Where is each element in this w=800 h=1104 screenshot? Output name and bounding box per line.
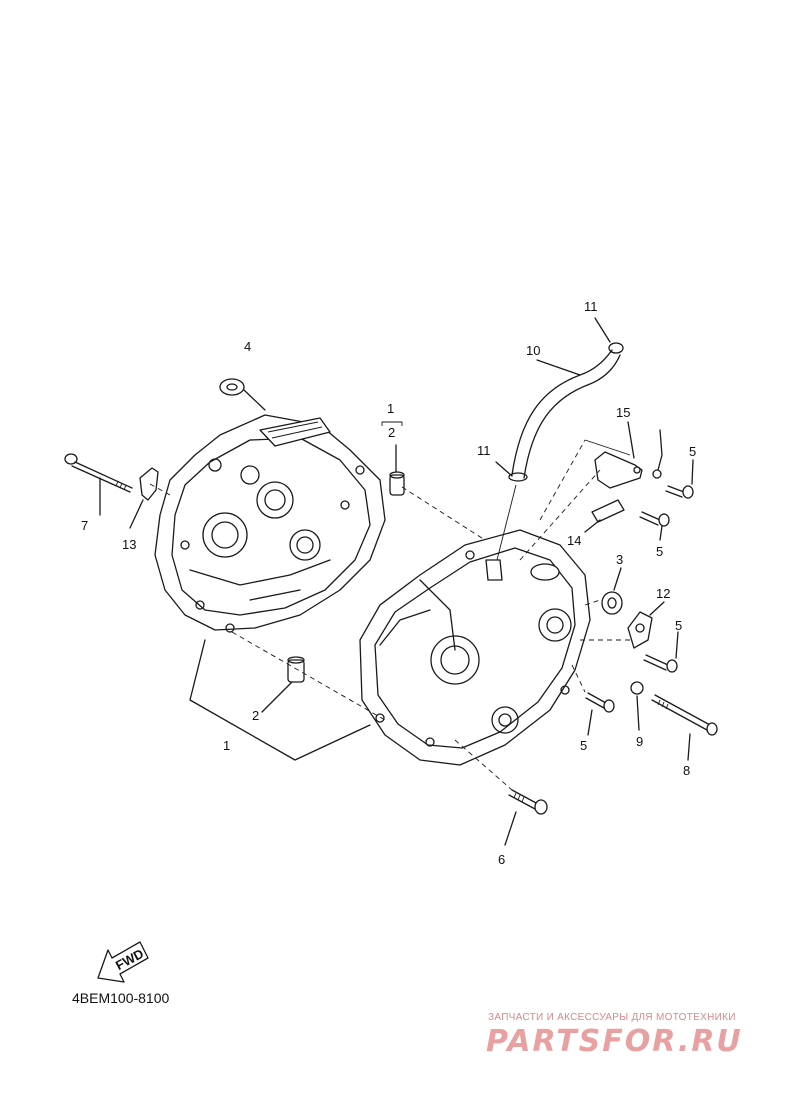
watermark-brand: PARTSFOR.RU: [486, 1024, 743, 1059]
callout-5-c: 5: [675, 618, 682, 633]
bracket-part-15[interactable]: [594, 451, 643, 489]
dowel-pin-upper[interactable]: [389, 471, 405, 496]
callout-8: 8: [683, 763, 690, 778]
callout-3: 3: [616, 552, 623, 567]
callout-12: 12: [656, 586, 670, 601]
callout-6: 6: [498, 852, 505, 867]
leader-4: [243, 389, 266, 411]
callout-1-upper: 1: [387, 401, 394, 416]
hose-guide-line: [496, 484, 517, 561]
bracket-part-13[interactable]: [139, 467, 159, 501]
diagram-code: 4BEM100-8100: [72, 990, 170, 1006]
callout-10: 10: [526, 343, 540, 358]
ground-lead-eye: [652, 469, 662, 479]
callout-9: 9: [636, 734, 643, 749]
washer-part-9[interactable]: [630, 681, 644, 695]
callout-11-upper: 11: [584, 299, 598, 314]
bolt-part-5-c[interactable]: [643, 654, 678, 673]
callout-2-lower: 2: [252, 708, 259, 723]
callout-5-b: 5: [656, 544, 663, 559]
callout-5-a: 5: [689, 444, 696, 459]
bolt-part-7[interactable]: [64, 453, 133, 493]
bolt-part-5-d[interactable]: [585, 692, 615, 713]
callout-numbers: 4 1 2 7 13 11 10 11 15 5 14 5 3 12 5 2 1…: [81, 299, 696, 867]
seal-part-3[interactable]: [601, 591, 623, 615]
bolt-part-5-b[interactable]: [639, 511, 670, 527]
callout-11-lower: 11: [477, 443, 491, 458]
callout-13: 13: [122, 537, 136, 552]
breather-hose-part-10[interactable]: [511, 349, 621, 479]
callout-15: 15: [616, 405, 630, 420]
washer-part-4[interactable]: [219, 378, 245, 396]
fwd-arrow-icon: FWD: [97, 941, 149, 983]
bracket-part-12[interactable]: [627, 611, 653, 649]
watermark-tagline: ЗАПЧАСТИ И АКСЕССУАРЫ ДЛЯ МОТОТЕХНИКИ: [488, 1012, 736, 1023]
bolt-part-5-a[interactable]: [665, 485, 694, 499]
left-crankcase[interactable]: [154, 414, 386, 633]
callout-4: 4: [244, 339, 251, 354]
bolt-part-8[interactable]: [651, 694, 718, 736]
plate-part-14[interactable]: [591, 499, 625, 523]
callout-2-upper: 2: [388, 425, 395, 440]
callout-bracket-1-2: [189, 421, 403, 761]
hose-clip-upper-part-11[interactable]: [608, 342, 624, 354]
callout-1-lower: 1: [223, 738, 230, 753]
hose-clip-lower-part-11[interactable]: [508, 472, 528, 482]
callout-7: 7: [81, 518, 88, 533]
ground-lead[interactable]: [657, 429, 663, 471]
dowel-pin-lower[interactable]: [287, 656, 305, 683]
right-crankcase[interactable]: [359, 529, 591, 766]
callout-14: 14: [567, 533, 581, 548]
alignment-lines: [149, 439, 631, 791]
bolt-part-6[interactable]: [508, 789, 548, 815]
leader-lines: [99, 317, 694, 846]
callout-5-d: 5: [580, 738, 587, 753]
